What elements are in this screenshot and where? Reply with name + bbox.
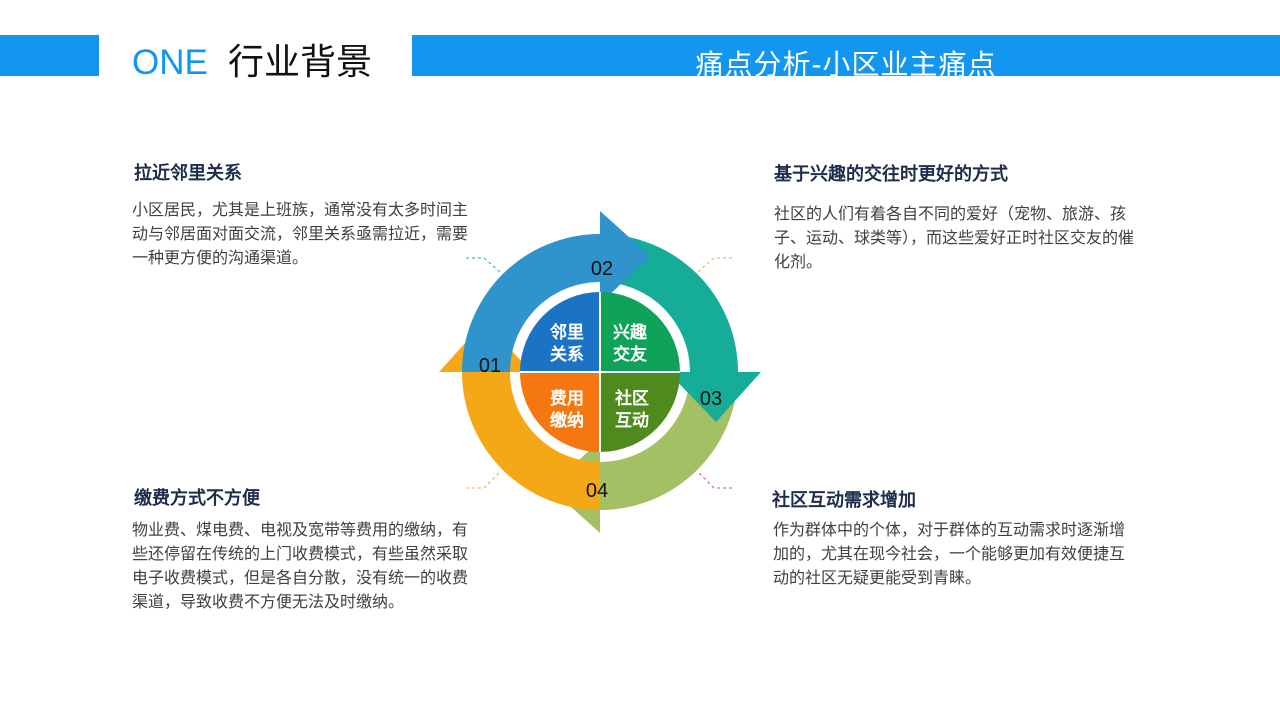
block-title-payment: 缴费方式不方便 — [134, 488, 260, 509]
quadrant-interests — [600, 292, 680, 372]
connector-bottom-left — [466, 471, 501, 489]
quadrant-neighbors-label-1: 邻里 — [550, 322, 584, 343]
cycle-number-03: 03 — [700, 388, 722, 410]
quadrant-community-label-1: 社区 — [614, 388, 649, 409]
cycle-diagram-svg: 邻里 关系 兴趣 交友 费用 缴纳 社区 互动 01 02 03 04 — [439, 211, 761, 533]
cycle-number-02: 02 — [591, 258, 613, 280]
block-body-payment: 物业费、煤电费、电视及宽带等费用的缴纳，有些还停留在传统的上门收费模式，有些虽然… — [132, 520, 469, 611]
block-title-interests: 基于兴趣的交往时更好的方式 — [774, 164, 1008, 185]
header-accent-bar — [0, 35, 99, 76]
quadrant-neighbors-label-2: 关系 — [550, 344, 584, 365]
quadrant-interests-label-1: 兴趣 — [613, 322, 648, 343]
connector-bottom-right — [697, 471, 732, 489]
block-title-neighbors: 拉近邻里关系 — [134, 163, 242, 184]
quadrant-community — [600, 372, 680, 452]
quadrant-interests-label-2: 交友 — [613, 344, 647, 365]
connector-top-right — [697, 257, 732, 273]
cycle-arrow-03 — [600, 234, 761, 422]
block-body-community: 作为群体中的个体，对于群体的互动需求时逐渐增加的，尤其在现今社会，一个能够更加有… — [773, 520, 1126, 587]
quadrant-payment-label-1: 费用 — [550, 388, 584, 409]
cycle-diagram: 邻里 关系 兴趣 交友 费用 缴纳 社区 互动 01 02 03 04 — [430, 200, 770, 545]
section-number: ONE — [132, 43, 208, 82]
block-body-interests: 社区的人们有着各自不同的爱好（宠物、旅游、孩子、运动、球类等），而这些爱好正时社… — [774, 204, 1135, 271]
quadrant-payment — [520, 372, 600, 452]
cycle-arrow-02 — [462, 211, 650, 372]
block-title-community: 社区互动需求增加 — [772, 490, 916, 511]
block-body-neighbors: 小区居民，尤其是上班族，通常没有太多时间主动与邻居面对面交流，邻里关系亟需拉近，… — [132, 200, 469, 267]
quadrant-neighbors — [520, 292, 600, 372]
cycle-number-04: 04 — [586, 480, 608, 502]
connector-top-left — [466, 257, 501, 273]
banner-title: 痛点分析-小区业主痛点 — [695, 48, 997, 76]
section-title: 行业背景 — [228, 42, 373, 83]
header-banner: 痛点分析-小区业主痛点 — [412, 35, 1280, 76]
cycle-number-01: 01 — [479, 355, 501, 377]
quadrant-payment-label-2: 缴纳 — [550, 410, 584, 431]
quadrant-community-label-2: 互动 — [615, 411, 649, 431]
